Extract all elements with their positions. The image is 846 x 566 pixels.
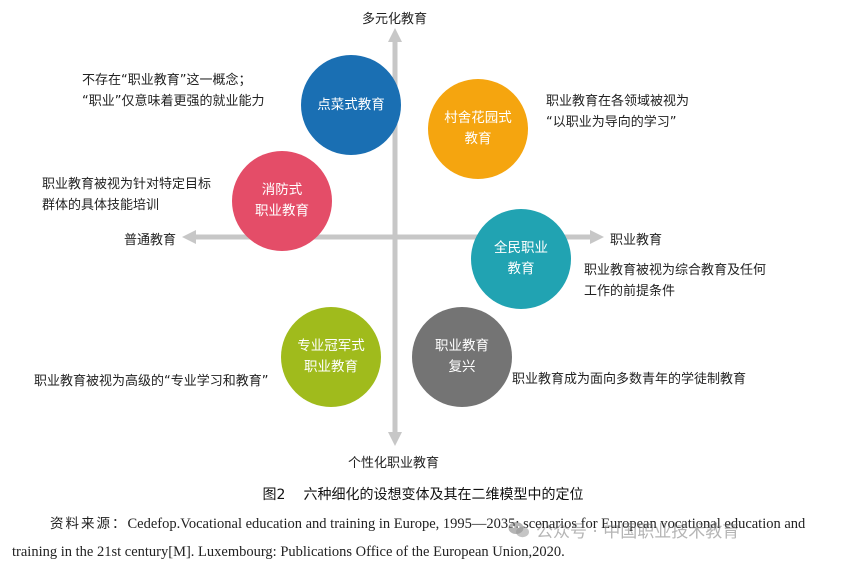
axis-label-right: 职业教育	[610, 233, 663, 248]
circle-professional-champion-vet: 专业冠军式 职业教育	[281, 307, 381, 407]
vertical-axis-arrow-up	[388, 28, 402, 42]
figure-caption: 图2 六种细化的设想变体及其在二维模型中的定位	[0, 484, 846, 504]
source-note: 资料来源：Cedefop.Vocational education and tr…	[12, 510, 834, 566]
description-line: 职业教育在各领域被视为	[546, 94, 690, 109]
circle-firefighter-vet: 消防式 职业教育	[232, 151, 332, 251]
vertical-axis-arrow-down	[388, 432, 402, 446]
circle-label-line: 职业教育	[304, 359, 358, 375]
description-line: 群体的具体技能培训	[42, 198, 160, 213]
circle-label-line: 职业教育	[255, 203, 309, 219]
circle-vet-renaissance: 职业教育 复兴	[412, 307, 512, 407]
description-vet-for-all: 职业教育被视为综合教育及任何 工作的前提条件	[584, 260, 766, 302]
description-line: 工作的前提条件	[584, 284, 676, 299]
circle-vet-for-all: 全民职业 教育	[471, 209, 571, 309]
axis-label-top: 多元化教育	[362, 12, 428, 27]
circle-label-line: 教育	[464, 131, 492, 147]
watermark: 公众号 · 中国职业技术教育	[508, 517, 739, 542]
description-line: 职业教育被视为针对特定目标	[42, 177, 212, 192]
axis-label-left: 普通教育	[124, 233, 177, 248]
circle-label-line: 教育	[507, 261, 535, 277]
wechat-icon	[508, 521, 529, 537]
description-a-la-carte: 不存在“职业教育”这一概念； “职业”仅意味着更强的就业能力	[82, 70, 264, 112]
circle-a-la-carte-education: 点菜式教育	[301, 55, 401, 155]
description-line: 职业教育被视为综合教育及任何	[584, 263, 767, 278]
description-cottage-garden: 职业教育在各领域被视为 “以职业为导向的学习”	[546, 91, 689, 133]
watermark-text: 公众号 · 中国职业技术教育	[536, 522, 740, 542]
circle-cottage-garden-education: 村舍花园式 教育	[428, 79, 528, 179]
figure-title: 六种细化的设想变体及其在二维模型中的定位	[303, 487, 584, 503]
horizontal-axis-arrow-left	[182, 230, 196, 244]
description-line: 职业教育被视为高级的“专业学习和教育”	[34, 374, 269, 389]
circle-label-line: 点菜式教育	[317, 96, 385, 113]
horizontal-axis-arrow-right	[590, 230, 604, 244]
description-line: 职业教育成为面向多数青年的学徒制教育	[512, 372, 747, 387]
figure-number: 图2	[262, 487, 286, 503]
circle-label-line: 村舍花园式	[444, 110, 512, 126]
description-line: 不存在“职业教育”这一概念；	[82, 73, 252, 88]
circle-label-line: 复兴	[448, 359, 476, 375]
description-line: “以职业为导向的学习”	[546, 115, 677, 130]
description-vet-renaissance: 职业教育成为面向多数青年的学徒制教育	[512, 369, 746, 390]
circle-label-line: 消防式	[261, 182, 303, 198]
axis-label-bottom: 个性化职业教育	[348, 456, 440, 471]
source-label: 资料来源：	[50, 516, 128, 532]
circle-label-line: 全民职业	[494, 240, 548, 256]
description-firefighter: 职业教育被视为针对特定目标 群体的具体技能培训	[42, 174, 211, 216]
circle-label-line: 职业教育	[435, 338, 489, 354]
description-professional-champion: 职业教育被视为高级的“专业学习和教育”	[34, 371, 268, 392]
circle-label-line: 专业冠军式	[297, 338, 365, 354]
description-line: “职业”仅意味着更强的就业能力	[82, 94, 265, 109]
source-text: Cedefop.Vocational education and trainin…	[12, 516, 806, 560]
